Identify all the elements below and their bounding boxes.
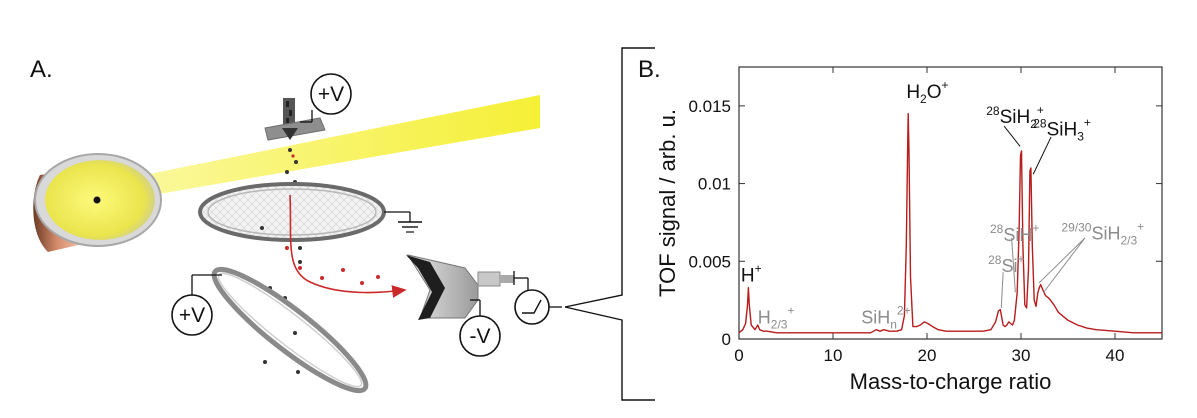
nozzle-voltage-label: +V xyxy=(318,83,344,106)
pointer-sih23-pointer-a xyxy=(1038,237,1086,284)
x-tick-label: 40 xyxy=(1106,346,1125,365)
peak-label-h-plus: H+ xyxy=(741,261,762,286)
ion-trajectory xyxy=(289,194,407,298)
nozzle-voltage-badge xyxy=(310,73,352,115)
detector xyxy=(406,254,514,320)
pointer-sih-pointer xyxy=(1011,237,1016,293)
pointer-sih2-pointer xyxy=(1003,125,1021,147)
ground-grid xyxy=(198,182,422,242)
laser-source xyxy=(33,153,162,252)
focus-spot xyxy=(93,196,101,204)
meter-icon xyxy=(514,289,550,325)
pointer-sih3-pointer xyxy=(1032,136,1052,175)
peak-label-28si-plus: 28Si+ xyxy=(988,252,1024,276)
y-tick-label: 0.015 xyxy=(688,97,731,116)
detector-voltage-badge xyxy=(459,315,501,357)
peak-label-h2o-plus: H2O+ xyxy=(906,78,948,106)
y-tick-label: 0.005 xyxy=(688,252,731,271)
repeller-plate xyxy=(211,266,369,394)
peak-label-h23-plus: H2/3+ xyxy=(758,303,795,331)
y-axis-title: TOF signal / arb. u. xyxy=(655,109,680,297)
x-tick-label: 20 xyxy=(918,346,937,365)
x-tick-label: 0 xyxy=(734,346,743,365)
y-tick-label: 0.01 xyxy=(698,175,731,194)
peak-label-28sih-plus: 28SiH+ xyxy=(990,221,1039,245)
pointer-si-pointer xyxy=(1000,272,1004,308)
x-tick-label: 10 xyxy=(824,346,843,365)
connector-bracket xyxy=(564,47,655,308)
panel-b: B. 0 10 20 30 40 0 0.005 0.01 0.015Mass-to-charg… xyxy=(638,56,1163,394)
peak-label-28sih2-plus: 28SiH2+ xyxy=(986,103,1044,131)
nozzle xyxy=(264,98,326,141)
repeller-voltage-label: +V xyxy=(179,304,205,327)
peak-label-28sih3-plus: 28SiH3+ xyxy=(1033,115,1091,143)
laser-beam xyxy=(95,95,540,205)
x-axis-title: Mass-to-charge ratio xyxy=(850,369,1052,394)
panel-a-label: A. xyxy=(30,56,53,83)
panel-a: A. +V xyxy=(30,47,655,401)
peak-label-2930sih23-plus: 29/30SiH2/3+ xyxy=(1061,220,1144,248)
series-line-0 xyxy=(738,112,1162,334)
pointer-sih23-pointer-b xyxy=(1043,237,1086,293)
peak-label-sihn-2plus: SiHn2+ xyxy=(861,303,910,331)
x-tick-label: 30 xyxy=(1012,346,1031,365)
ion-dots xyxy=(285,246,380,285)
panel-b-label: B. xyxy=(638,56,661,83)
y-tick-label: 0 xyxy=(722,330,731,349)
plot-frame xyxy=(738,66,1163,340)
detector-voltage-label: -V xyxy=(470,325,491,348)
